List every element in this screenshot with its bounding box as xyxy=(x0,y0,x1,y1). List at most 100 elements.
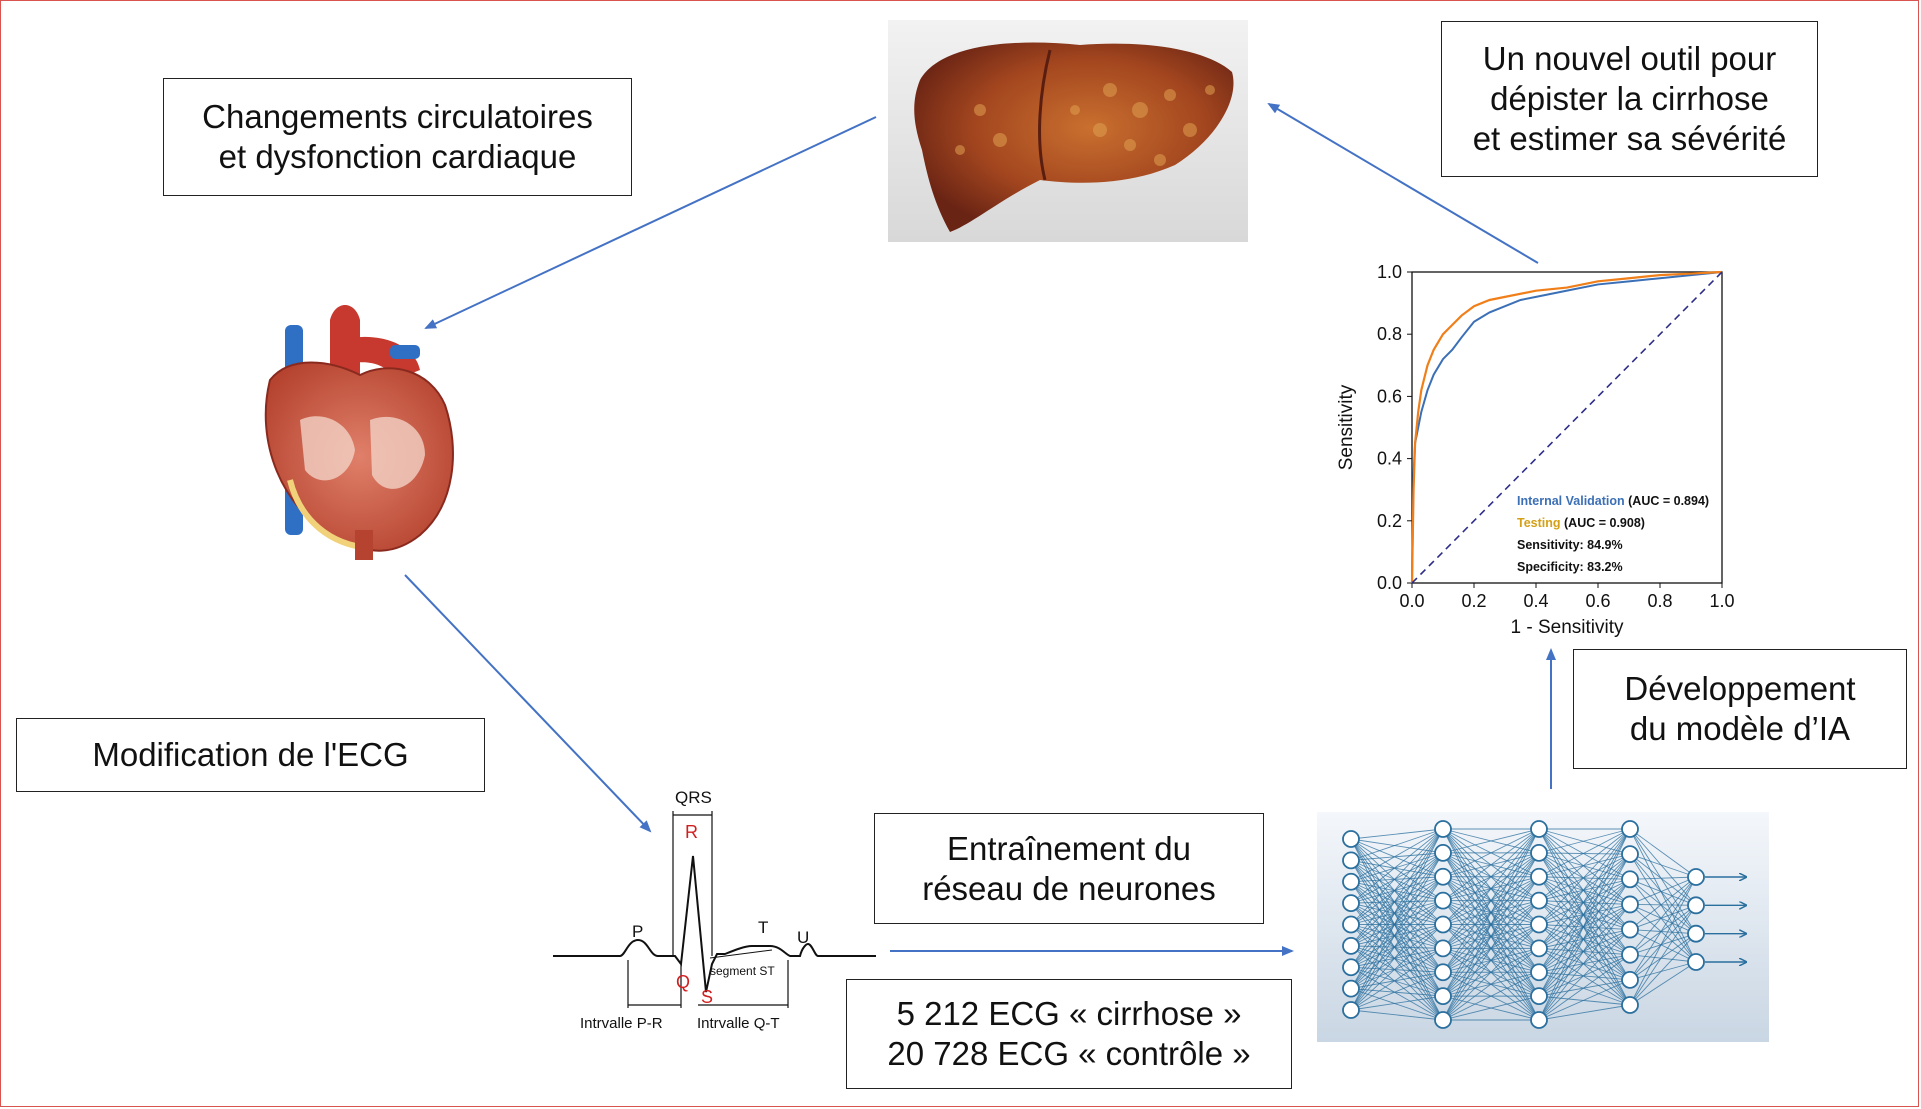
network-connection xyxy=(1350,924,1444,989)
network-connection xyxy=(1629,828,1697,906)
network-connection xyxy=(1629,929,1697,963)
network-node xyxy=(1434,939,1452,958)
network-connection xyxy=(1538,828,1631,1021)
network-connection xyxy=(1442,995,1540,1021)
network-connection xyxy=(1350,881,1444,1021)
network-connection xyxy=(1538,828,1631,880)
network-node xyxy=(1621,895,1639,914)
network-node xyxy=(1342,830,1360,848)
network-connection xyxy=(1629,853,1697,963)
network-connection xyxy=(1538,924,1631,931)
arrow-liver-to-heart xyxy=(424,116,877,329)
network-connection xyxy=(1350,966,1444,1021)
roc-series-internal-validation xyxy=(1411,271,1723,584)
network-node xyxy=(1434,1011,1452,1029)
network-connection xyxy=(1350,876,1444,989)
ecg-label-interval-qt: Intrvalle Q-T xyxy=(697,1015,780,1032)
network-connection xyxy=(1350,881,1444,925)
arrow-chart-to-liver xyxy=(1267,102,1539,264)
network-connection xyxy=(1538,947,1631,981)
network-connection xyxy=(1350,948,1444,1011)
network-connection xyxy=(1538,947,1631,1006)
network-connection xyxy=(1629,933,1697,1006)
y-tick-label: 0.6 xyxy=(1377,386,1402,406)
network-node xyxy=(1621,996,1639,1014)
network-connection xyxy=(1629,961,1697,981)
network-connection xyxy=(1538,828,1631,901)
network-connection xyxy=(1350,902,1444,973)
network-connection xyxy=(1350,900,1444,947)
network-connection xyxy=(1538,1004,1631,1021)
network-connection xyxy=(1350,828,1444,840)
ecg-diagram: QRS R Q S P T U segment ST Intrvalle P-R… xyxy=(553,788,876,1032)
chart-annotation: Specificity: 83.2% xyxy=(1517,560,1623,574)
box-line: Entraînement du xyxy=(947,829,1191,867)
network-connection xyxy=(1629,828,1697,963)
network-connection xyxy=(1538,828,1631,949)
network-node xyxy=(1434,820,1452,838)
network-node xyxy=(1530,963,1548,982)
network-connection xyxy=(1350,828,1444,883)
network-connection xyxy=(1442,828,1540,925)
network-connection xyxy=(1350,876,1444,904)
network-connection xyxy=(1350,900,1444,925)
network-connection xyxy=(1629,933,1697,956)
network-connection xyxy=(1629,929,1697,935)
network-connection xyxy=(1442,828,1540,854)
network-connection xyxy=(1538,995,1631,1006)
network-connection xyxy=(1629,904,1697,956)
network-connection xyxy=(1538,852,1631,981)
network-connection xyxy=(1350,966,1444,973)
network-connection xyxy=(1350,902,1444,1021)
network-connection xyxy=(1350,945,1444,949)
box-line: dépister la cirrhose xyxy=(1490,80,1769,117)
ecg-label-segment-st: segment ST xyxy=(710,964,775,978)
box-line: Modification de l'ECG xyxy=(92,736,409,773)
network-connection xyxy=(1350,876,1444,1011)
network-connection xyxy=(1629,876,1697,956)
network-connection xyxy=(1629,879,1697,963)
network-connection xyxy=(1350,945,1444,973)
y-tick-label: 1.0 xyxy=(1377,262,1402,282)
network-node xyxy=(1687,896,1705,915)
y-tick-label: 0.0 xyxy=(1377,573,1402,593)
network-connection xyxy=(1629,905,1697,981)
network-connection xyxy=(1538,929,1631,1021)
network-connection xyxy=(1350,838,1444,925)
network-connection xyxy=(1538,828,1631,854)
network-node xyxy=(1342,1001,1360,1019)
network-connection xyxy=(1350,924,1444,1021)
network-connection xyxy=(1350,838,1444,901)
network-connection xyxy=(1442,876,1540,1021)
box-line: Développement xyxy=(1624,670,1856,707)
ecg-label-t: T xyxy=(758,918,768,937)
network-connection xyxy=(1350,838,1444,854)
network-connection xyxy=(1350,852,1444,1011)
network-connection xyxy=(1538,971,1631,981)
network-connection xyxy=(1350,971,1444,990)
network-connection xyxy=(1350,860,1444,925)
network-connection xyxy=(1350,876,1444,947)
network-connection xyxy=(1629,853,1697,906)
circulatory-changes-box: Changements circulatoires et dysfonction… xyxy=(163,78,632,196)
network-connection xyxy=(1350,881,1444,997)
network-connection xyxy=(1538,828,1631,905)
network-connection xyxy=(1442,971,1540,1021)
box-line: du modèle d’IA xyxy=(1629,710,1851,747)
network-connection xyxy=(1629,878,1697,906)
network-connection xyxy=(1538,971,1631,1006)
network-connection xyxy=(1442,828,1540,901)
network-node xyxy=(1530,987,1548,1006)
network-node xyxy=(1621,970,1639,989)
network-connection xyxy=(1350,828,1444,925)
network-connection xyxy=(1538,876,1631,880)
network-connection xyxy=(1350,900,1444,904)
network-node xyxy=(1342,894,1360,913)
ecg-modification-box: Modification de l'ECG xyxy=(16,718,485,792)
network-connection xyxy=(1538,852,1631,880)
flow-arrows xyxy=(404,102,1556,956)
ecg-label-p: P xyxy=(632,922,643,941)
box-line: Changements circulatoires xyxy=(202,98,593,135)
network-connection xyxy=(1350,947,1444,990)
